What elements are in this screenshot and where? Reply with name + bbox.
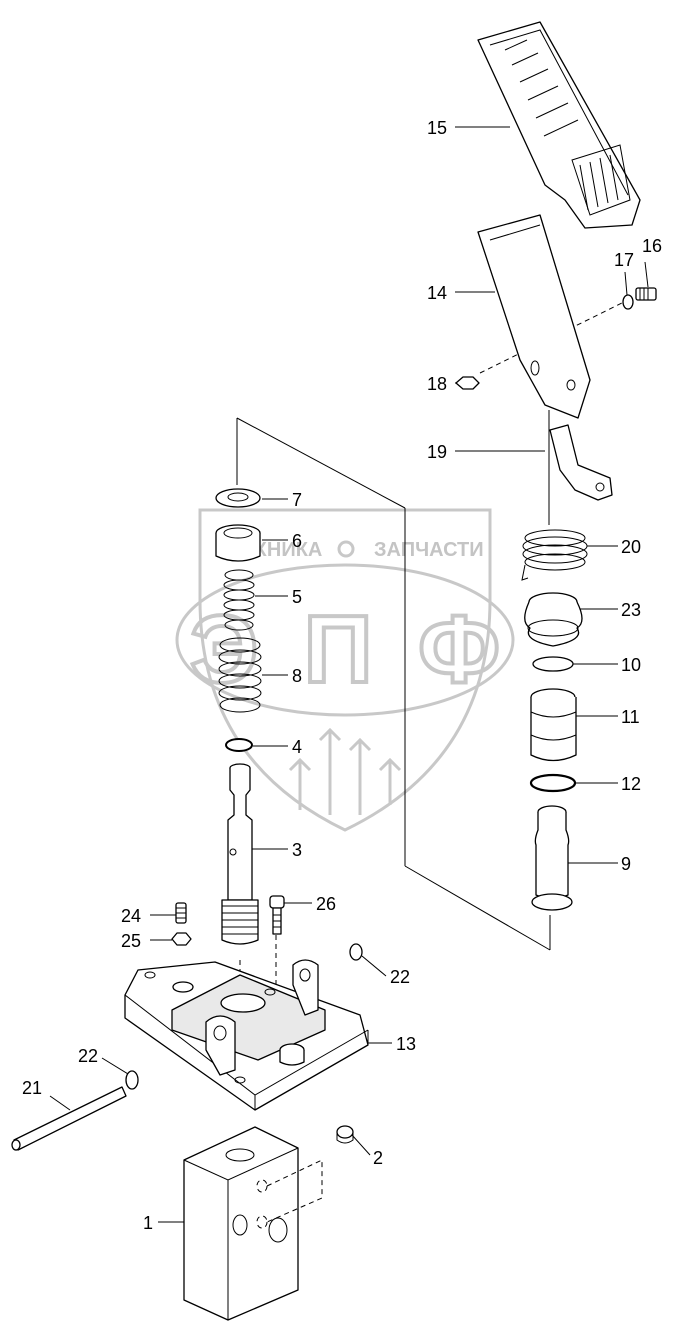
watermark-logo: ЭПФ <box>190 596 500 703</box>
part-20-spring <box>521 529 588 581</box>
callout-12: 12 <box>621 774 641 794</box>
wheat-icon <box>288 727 402 815</box>
callout-19: 19 <box>427 442 447 462</box>
part-5-inner-spring <box>223 569 255 631</box>
part-24-set-screw <box>175 902 187 924</box>
part-22-retaining-ring-right <box>349 943 363 961</box>
part-18-nut <box>455 376 480 390</box>
part-16-bolt <box>635 287 657 301</box>
callout-18: 18 <box>427 374 447 394</box>
callout-20: 20 <box>621 537 641 557</box>
callout-14: 14 <box>427 283 447 303</box>
callout-5: 5 <box>292 587 302 607</box>
callout-25: 25 <box>121 931 141 951</box>
callout-7: 7 <box>292 490 302 510</box>
part-14-pedal-arm <box>477 214 591 419</box>
callout-9: 9 <box>621 854 631 874</box>
callout-15: 15 <box>427 118 447 138</box>
callout-16: 16 <box>642 236 662 256</box>
callout-21: 21 <box>22 1078 42 1098</box>
callout-numbers: 15 14 16 17 18 19 7 6 5 8 4 3 20 23 10 1… <box>22 118 662 1233</box>
part-17-washer <box>622 294 634 310</box>
part-15-pedal-pad <box>477 21 641 229</box>
assembly-lines <box>236 299 629 1000</box>
part-2-plug <box>336 1125 354 1144</box>
callout-leaders <box>49 126 649 1223</box>
callout-23: 23 <box>621 600 641 620</box>
part-8-outer-spring <box>218 637 262 713</box>
watermark-text-right: ЗАПЧАСТИ <box>374 539 484 561</box>
callout-24: 24 <box>121 906 141 926</box>
part-23-boot <box>524 592 583 647</box>
part-22-retaining-ring-left <box>125 1070 139 1090</box>
part-9-plunger <box>531 805 573 911</box>
part-1-valve-body <box>183 1126 323 1321</box>
part-21-pin <box>11 1086 127 1151</box>
callout-22-right: 22 <box>390 967 410 987</box>
callout-17: 17 <box>614 250 634 270</box>
part-19-lever <box>549 424 613 501</box>
part-11-bushing <box>530 688 577 762</box>
callout-13: 13 <box>396 1034 416 1054</box>
callout-26: 26 <box>316 894 336 914</box>
callout-1: 1 <box>143 1213 153 1233</box>
part-12-o-ring <box>529 773 577 793</box>
gear-icon <box>337 540 355 558</box>
part-10-ring <box>532 656 574 672</box>
part-6-spring-seat <box>215 524 261 562</box>
part-26-cap-screw <box>269 895 285 935</box>
part-25-nut <box>171 932 192 946</box>
callout-22-left: 22 <box>78 1046 98 1066</box>
callout-11: 11 <box>621 707 640 727</box>
callout-8: 8 <box>292 666 302 686</box>
callout-3: 3 <box>292 840 302 860</box>
part-13-base-plate <box>124 959 369 1111</box>
callout-6: 6 <box>292 531 302 551</box>
callout-10: 10 <box>621 655 641 675</box>
part-4-washer <box>225 738 253 752</box>
callout-4: 4 <box>292 737 302 757</box>
callout-2: 2 <box>373 1148 383 1168</box>
part-7-washer <box>215 488 261 508</box>
part-3-spool <box>221 763 259 945</box>
